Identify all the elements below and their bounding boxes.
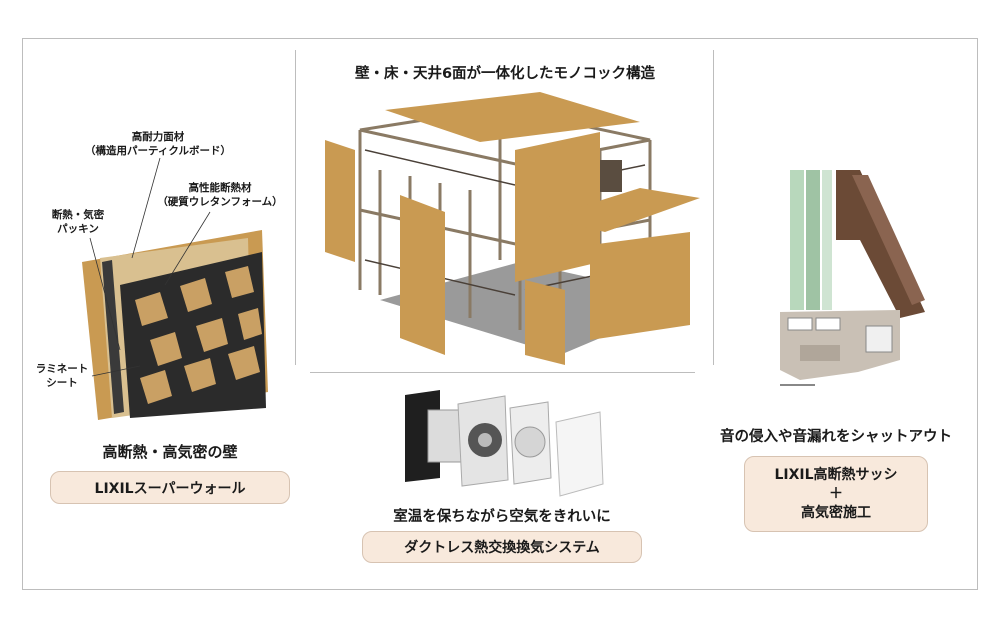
glass-pane-outer xyxy=(790,170,804,310)
wall-panel-front-left xyxy=(400,195,445,355)
callout-laminate-line2: シート xyxy=(46,377,78,389)
divider-left xyxy=(295,50,296,365)
wall-panel-right xyxy=(590,232,690,340)
callout-laminate: ラミネート シート xyxy=(32,362,92,390)
right-pill: LIXIL高断熱サッシ ＋ 高気密施工 xyxy=(744,456,928,532)
left-pill-label: LIXILスーパーウォール xyxy=(94,480,246,497)
callout-gasket: 断熱・気密 パッキン xyxy=(38,208,118,236)
right-caption: 音の侵入や音漏れをシャットアウト xyxy=(720,429,952,445)
center-pill-label: ダクトレス熱交換換気システム xyxy=(404,540,600,556)
roof-panel xyxy=(385,92,640,142)
gasket-strip xyxy=(102,260,124,414)
wall-panel-left xyxy=(325,140,355,262)
center-caption: 室温を保ちながら空気をきれいに xyxy=(393,509,611,525)
center-pill: ダクトレス熱交換換気システム xyxy=(362,531,642,563)
callout-insulation-line1: 高性能断熱材 xyxy=(188,182,252,194)
glass-pane-inner xyxy=(806,170,820,310)
right-pill-line1: LIXIL高断熱サッシ xyxy=(774,466,898,483)
callout-face-material: 高耐力面材 （構造用パーティクルボード） xyxy=(58,130,258,158)
divider-right xyxy=(713,50,714,365)
window-opening xyxy=(600,160,622,192)
callout-insulation-line2: （硬質ウレタンフォーム） xyxy=(157,196,283,208)
wall-panel-front xyxy=(515,132,600,282)
callout-insulation: 高性能断熱材 （硬質ウレタンフォーム） xyxy=(145,181,295,209)
content-frame xyxy=(22,38,978,590)
callout-gasket-line1: 断熱・気密 xyxy=(51,209,105,221)
callout-face-material-line1: 高耐力面材 xyxy=(131,131,185,143)
right-pill-line2: ＋ xyxy=(829,485,843,502)
divider-center xyxy=(310,372,695,373)
callout-gasket-line2: パッキン xyxy=(57,223,99,235)
roof-panel-small xyxy=(545,188,700,232)
laminate-pattern xyxy=(135,266,262,404)
left-caption: 高断熱・高気密の壁 xyxy=(102,443,238,461)
callout-laminate-line1: ラミネート xyxy=(35,363,89,375)
center-title: 壁・床・天井6面が一体化したモノコック構造 xyxy=(354,66,656,82)
callout-face-material-line2: （構造用パーティクルボード） xyxy=(84,145,232,157)
wall-panel-lower xyxy=(525,280,565,365)
right-pill-line3: 高気密施工 xyxy=(801,504,871,521)
left-pill: LIXILスーパーウォール xyxy=(50,471,290,504)
vent-cover xyxy=(555,411,604,497)
